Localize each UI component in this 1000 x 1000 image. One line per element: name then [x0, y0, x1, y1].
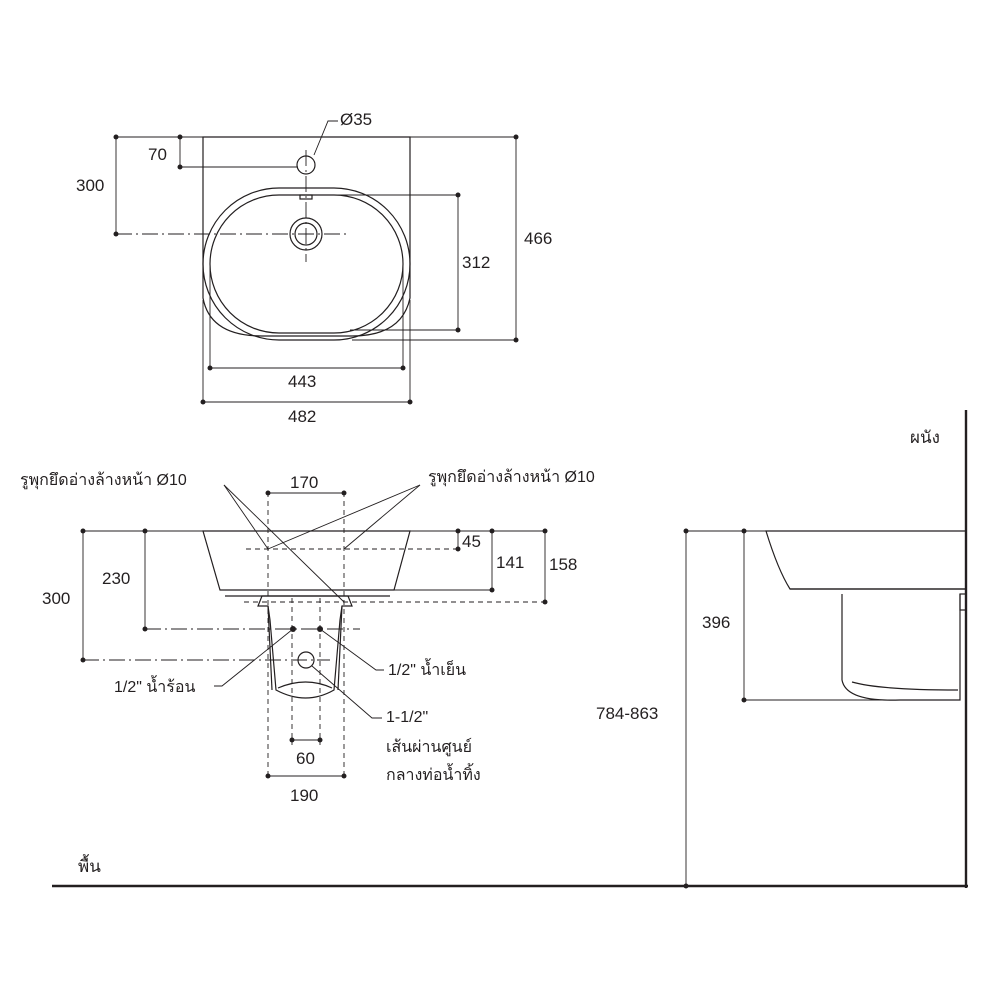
cold-water-leader	[319, 628, 384, 671]
dim-300-front-label: 300	[42, 589, 70, 608]
top-view: Ø35 70 300 466 312 443 482	[76, 110, 552, 426]
dim-230-label: 230	[102, 569, 130, 588]
dim-height-label: 784-863	[596, 704, 658, 723]
pedestal-right-edge	[337, 605, 343, 691]
dim-170-label: 170	[290, 473, 318, 492]
drain-desc-line2: กลางท่อน้ำทิ้ง	[386, 763, 481, 784]
wall-bracket	[959, 593, 967, 611]
drain-leader	[311, 665, 382, 719]
dim-60-label: 60	[296, 749, 315, 768]
wall-label: ผนัง	[910, 428, 940, 447]
hole-diameter-label: Ø35	[340, 110, 372, 129]
side-view: ผนัง พื้น 396 784-863	[52, 410, 968, 889]
basin-front	[202, 530, 411, 591]
bowl-outer	[202, 187, 411, 341]
fixing-hole-right-label: รูพุกยึดอ่างล้างหน้า Ø10	[428, 468, 595, 487]
dim-45-label: 45	[462, 532, 481, 551]
dim-443-label: 443	[288, 372, 316, 391]
hot-water-leader	[214, 628, 294, 687]
right-leader-2	[343, 484, 421, 550]
bowl-inner	[209, 194, 404, 334]
pedestal-inner-curve	[277, 681, 333, 689]
dim-190-label: 190	[290, 786, 318, 805]
dim-158-label: 158	[549, 555, 577, 574]
cold-water-label: 1/2" น้ำเย็น	[388, 658, 466, 679]
fixing-hole-left-label: รูพุกยึดอ่างล้างหน้า Ø10	[20, 471, 187, 490]
left-leader-2	[223, 484, 345, 603]
dim-466-label: 466	[524, 229, 552, 248]
drain-size-label: 1-1/2"	[386, 709, 428, 726]
basin-side	[765, 530, 967, 590]
right-leader-1	[267, 484, 421, 550]
dim-300-top-label: 300	[76, 176, 104, 195]
dim-141-label: 141	[496, 553, 524, 572]
dim-482-label: 482	[288, 407, 316, 426]
dim-70-label: 70	[148, 145, 167, 164]
front-view: รูพุกยึดอ่างล้างหน้า Ø10 รูพุกยึดอ่างล้า…	[20, 468, 595, 805]
floor-label: พื้น	[78, 854, 101, 876]
drain-desc-line1: เส้นผ่านศูนย์	[386, 737, 472, 757]
left-leader-1	[223, 484, 269, 550]
dim-312-label: 312	[462, 253, 490, 272]
hole-leader	[313, 120, 338, 156]
pedestal-side-curve	[851, 681, 959, 691]
hot-water-label: 1/2" น้ำร้อน	[114, 675, 195, 696]
dim-396-label: 396	[702, 613, 730, 632]
